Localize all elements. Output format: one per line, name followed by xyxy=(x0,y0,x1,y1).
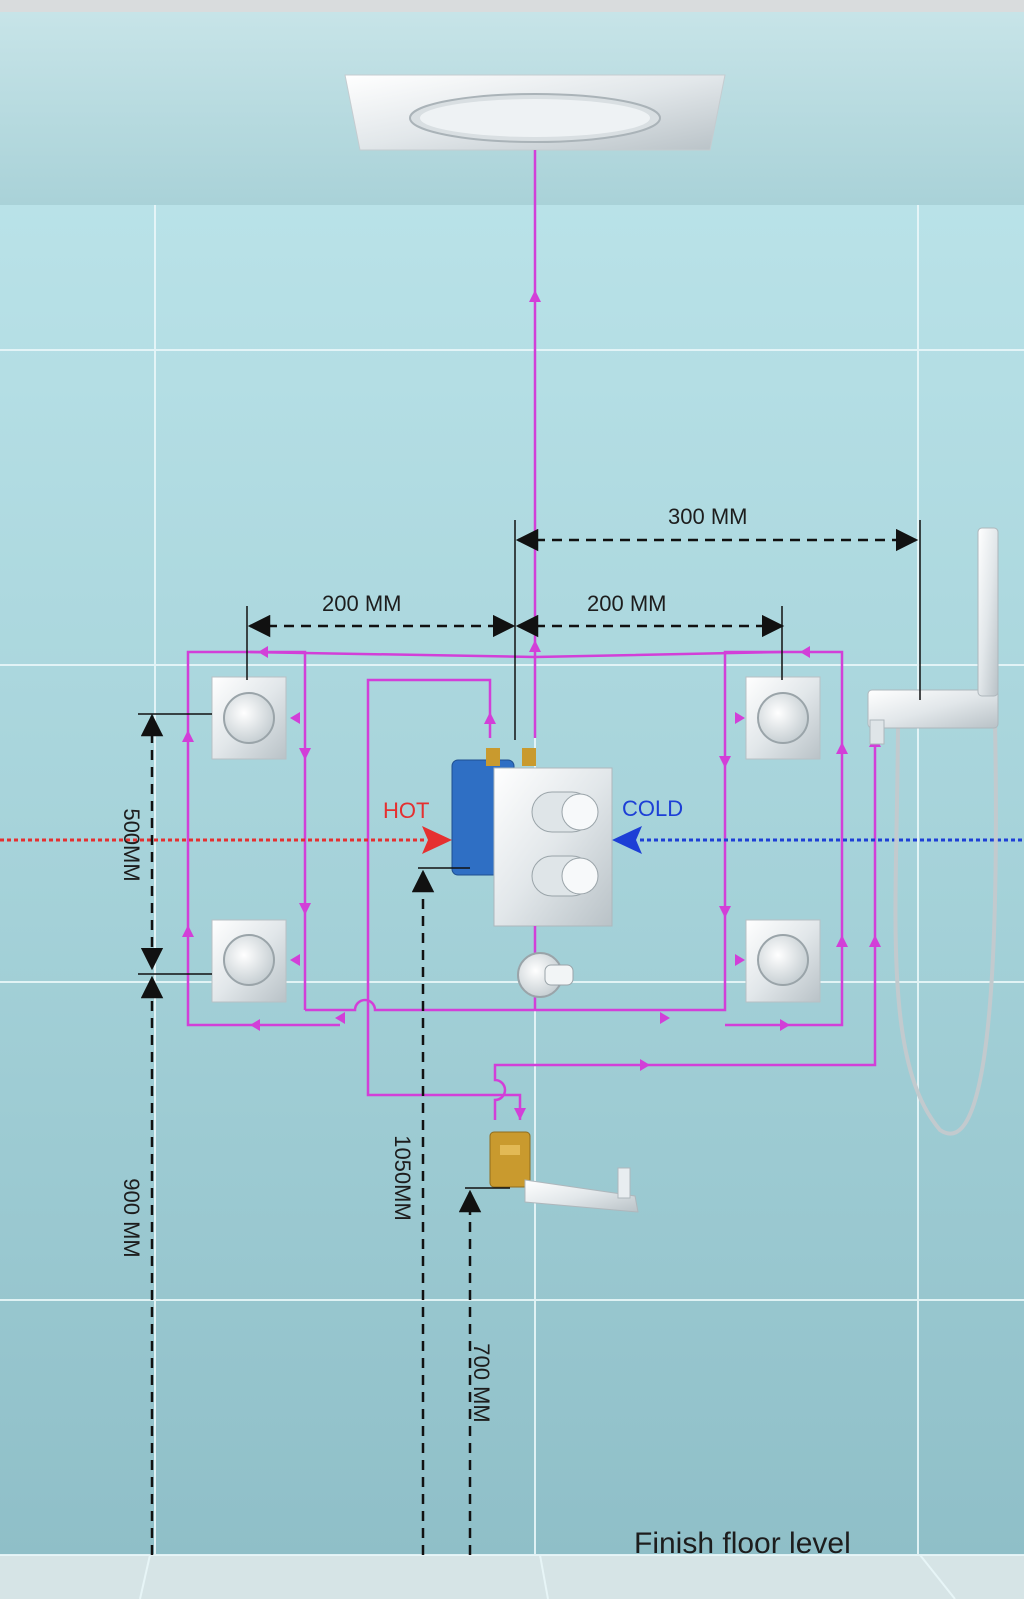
hot-arrow-icon xyxy=(422,826,452,854)
cold-label: COLD xyxy=(622,796,683,821)
flow-arrows xyxy=(182,290,881,1120)
dimension-label-500: 500MM xyxy=(119,808,144,881)
body-jet-bottom-left-icon xyxy=(211,919,287,1003)
floor-area xyxy=(0,1555,1024,1599)
bath-spout-icon xyxy=(489,1131,639,1213)
body-jet-bottom-right-icon xyxy=(745,919,821,1003)
dimension-label-200-right: 200 MM xyxy=(587,591,666,616)
dimension-label-900: 900 MM xyxy=(119,1178,144,1257)
pipework xyxy=(186,150,877,1120)
hand-shower-icon xyxy=(867,527,999,1136)
hot-label: HOT xyxy=(383,798,429,823)
wall-outlet-knob-icon xyxy=(517,952,574,998)
dimension-label-1050: 1050MM xyxy=(390,1135,415,1221)
cold-arrow-icon xyxy=(612,826,642,854)
rain-shower-head-icon xyxy=(344,74,726,151)
body-jet-top-left-icon xyxy=(211,676,287,760)
top-border xyxy=(0,0,1024,12)
dimension-label-200-left: 200 MM xyxy=(322,591,401,616)
thermostatic-valve-icon xyxy=(451,748,613,1010)
finish-floor-label: Finish floor level xyxy=(634,1527,851,1560)
body-jet-top-right-icon xyxy=(745,676,821,760)
dimension-label-300: 300 MM xyxy=(668,504,747,529)
dimension-lines xyxy=(138,520,921,1555)
dimension-label-700: 700 MM xyxy=(469,1343,494,1422)
